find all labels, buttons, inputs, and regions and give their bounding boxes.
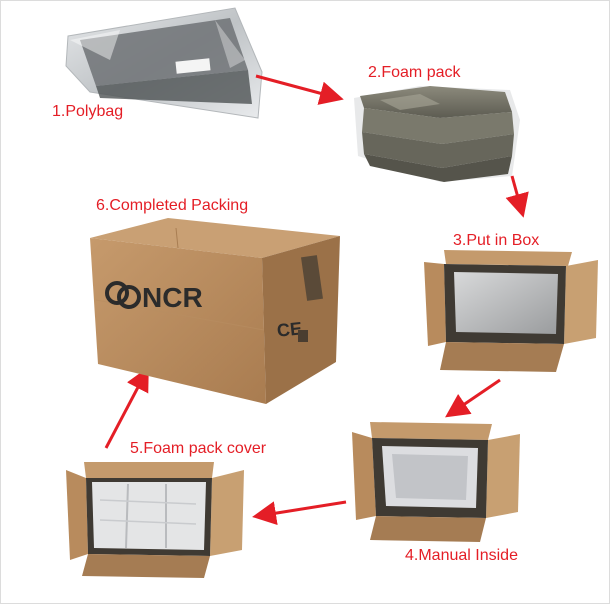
step-4-label: 4.Manual Inside bbox=[405, 547, 518, 564]
ncr-logo-text: NCR bbox=[142, 282, 203, 313]
foam-pack-image bbox=[354, 86, 520, 182]
step-1-label: 1.Polybag bbox=[52, 103, 123, 120]
step-3-label: 3.Put in Box bbox=[453, 232, 539, 249]
step-5-label: 5.Foam pack cover bbox=[130, 440, 267, 457]
step-6-label: 6.Completed Packing bbox=[96, 197, 248, 214]
step-2-label: 2.Foam pack bbox=[368, 64, 461, 81]
